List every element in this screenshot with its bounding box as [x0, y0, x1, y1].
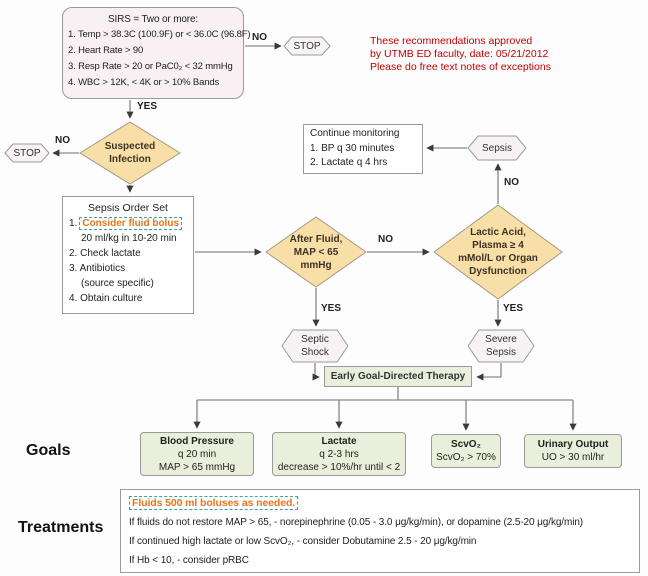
lactic-line4: Dysfunction [469, 266, 527, 277]
goal-blood-pressure: Blood Pressure q 20 min MAP > 65 mmHg [140, 432, 254, 476]
order-item-antibiotics-detail: (source specific) [81, 278, 154, 289]
sirs-title: SIRS = Two or more: [107, 14, 199, 25]
sepsis-label: Sepsis [481, 142, 512, 154]
fluids-bolus-highlight: Fluids 500 ml boluses as needed. [129, 496, 299, 510]
goal-urine-target: UO > 30 ml/hr [541, 452, 605, 463]
sepsis-hexagon [467, 135, 527, 161]
monitoring-item-lactate: 2. Lactate q 4 hrs [310, 157, 388, 168]
stop-label-top: STOP [293, 40, 321, 52]
order-item1-number: 1. [69, 218, 78, 229]
suspected-line1: Suspected [104, 141, 156, 152]
no-label-suspected: NO [55, 135, 70, 146]
yes-label-sirs: YES [137, 101, 158, 112]
suspected-infection-diamond [79, 121, 181, 185]
order-item1-detail: 20 ml/kg in 10-20 min [81, 233, 177, 244]
stop-hexagon-left [4, 143, 50, 163]
after-fluid-line1: After Fluid, [289, 233, 343, 245]
septic-shock-hexagon [281, 329, 349, 363]
approval-note-line2: by UTMB ED faculty, date: 05/21/2012 [370, 48, 549, 60]
order-set-title: Sepsis Order Set [88, 202, 168, 214]
goal-scvo2-target: ScvO₂ > 70% [436, 452, 496, 463]
consider-fluid-bolus-highlight: Consider fluid bolus [79, 217, 183, 230]
suspected-infection-label: Suspected Infection [85, 139, 175, 167]
suspected-line2: Infection [109, 154, 151, 165]
lactic-line3: mMol/L or Organ [458, 253, 538, 264]
severe-sepsis-label: Severe Sepsis [485, 334, 517, 358]
severe-sepsis-hexagon [467, 329, 535, 363]
treatments-heading: Treatments [18, 519, 104, 536]
sirs-item-wbc: 4. WBC > 12K, < 4K or > 10% Bands [68, 77, 220, 88]
sirs-item-resp-rate: 3. Resp Rate > 20 or PaC0₂ < 32 mmHg [68, 61, 233, 72]
order-item-antibiotics: 3. Antibiotics [69, 263, 126, 274]
approval-note-line1: These recommendations approved [370, 35, 533, 47]
sepsis-order-set-box: Sepsis Order Set 1.Consider fluid bolus … [62, 196, 194, 314]
septic-shock-label: Septic Shock [301, 334, 329, 358]
yes-label-lactic: YES [503, 303, 524, 314]
approval-note-line3: Please do free text notes of exceptions [370, 61, 551, 73]
after-fluid-map-diamond [265, 216, 367, 288]
goal-urinary-output: Urinary Output UO > 30 ml/hr [524, 434, 622, 468]
monitoring-item-bp: 1. BP q 30 minutes [310, 142, 395, 154]
after-fluid-line2: MAP < 65 [293, 246, 339, 258]
treatment-pressors: If fluids do not restore MAP > 65, - nor… [129, 517, 584, 528]
lactic-line1: Lactic Acid, [470, 227, 526, 238]
goal-lactate-target: decrease > 10%/hr until < 2 [277, 461, 401, 473]
after-fluid-line3: mmHg [300, 259, 332, 271]
treatment-fluids: Fluids 500 ml boluses as needed. [129, 494, 631, 513]
goal-lactate-frequency: q 2-3 hrs [319, 448, 359, 460]
order-item-fluid-bolus: 1.Consider fluid bolus [69, 216, 187, 231]
arrow-septicshock-to-egdt [312, 363, 320, 381]
goal-lactate: Lactate q 2-3 hrs decrease > 10%/hr unti… [272, 432, 406, 476]
lactic-acid-label: Lactic Acid, Plasma ≥ 4 mMol/L or Organ … [455, 225, 541, 279]
after-fluid-label: After Fluid, MAP < 65 mmHg [276, 231, 356, 273]
goal-lactate-title: Lactate [321, 435, 357, 447]
goals-heading: Goals [26, 442, 71, 459]
goal-scvo2-title: ScvO₂ [450, 439, 481, 450]
goal-bp-title: Blood Pressure [160, 435, 234, 447]
stop-label-left: STOP [13, 147, 41, 159]
no-label-sirs: NO [252, 32, 267, 43]
order-item-check-lactate: 2. Check lactate [69, 248, 141, 259]
sirs-item-temp: 1. Temp > 38.3C (100.9F) or < 36.0C (96.… [68, 29, 251, 40]
no-label-afterfluid: NO [378, 234, 393, 245]
treatment-dobutamine: If continued high lactate or low ScvO₂, … [129, 536, 477, 547]
yes-label-afterfluid: YES [321, 303, 342, 314]
sirs-item-heart-rate: 2. Heart Rate > 90 [68, 45, 144, 56]
stop-hexagon-top [283, 36, 331, 56]
approval-note: These recommendations approved by UTMB E… [370, 35, 551, 74]
treatment-prbc: If Hb < 10, - consider pRBC [129, 555, 249, 566]
goal-urine-title: Urinary Output [537, 439, 609, 450]
treatments-box: Fluids 500 ml boluses as needed. If flui… [120, 489, 640, 573]
no-label-lactic: NO [504, 177, 519, 188]
sirs-criteria-box: SIRS = Two or more: 1. Temp > 38.3C (100… [62, 7, 251, 99]
goal-bp-frequency: q 20 min [177, 448, 217, 460]
egdt-box: Early Goal-Directed Therapy [324, 366, 472, 387]
continue-monitoring-box: Continue monitoring 1. BP q 30 minutes 2… [303, 124, 423, 174]
arrow-severesepsis-to-egdt [476, 363, 502, 381]
lactic-line2: Plasma ≥ 4 [472, 240, 524, 251]
goal-scvo2: ScvO₂ ScvO₂ > 70% [431, 434, 501, 468]
order-item-obtain-culture: 4. Obtain culture [69, 293, 143, 304]
monitoring-title: Continue monitoring [310, 128, 400, 139]
goal-bp-target: MAP > 65 mmHg [158, 461, 236, 473]
lactic-acid-diamond [433, 204, 563, 300]
